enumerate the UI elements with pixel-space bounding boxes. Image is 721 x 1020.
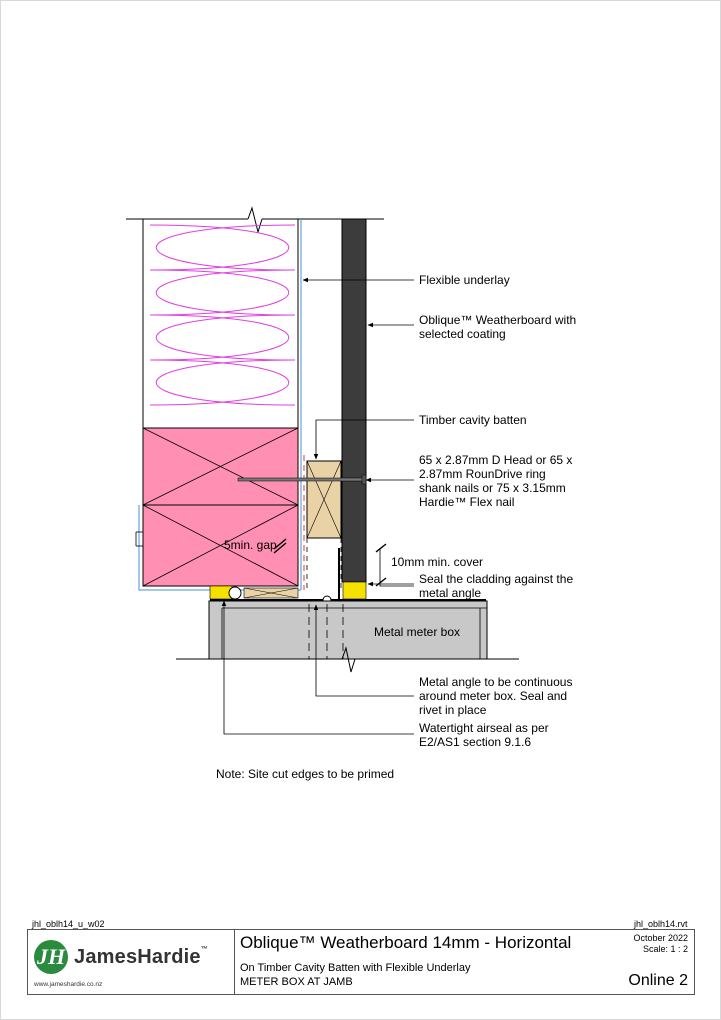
title-block: JH JamesHardie™ www.jameshardie.co.nz Ob… <box>27 929 695 995</box>
label-weatherboard: Oblique™ Weatherboard with selected coat… <box>419 313 577 341</box>
bottom-break-line <box>176 646 519 673</box>
brand-text: JamesHardie <box>74 945 201 968</box>
drawing-ref: jhl_oblh14_u_w02 <box>32 919 105 929</box>
insulation <box>142 219 299 428</box>
label-airseal: Watertight airseal as per E2/AS1 section… <box>419 721 549 749</box>
cladding-sealant <box>342 581 367 600</box>
file-ref: jhl_oblh14.rvt <box>634 919 688 929</box>
label-nails: 65 x 2.87mm D Head or 65 x 2.87mm RounDr… <box>419 453 573 509</box>
drawing-scale: Scale: 1 : 2 <box>642 944 688 954</box>
label-cover: 10mm min. cover <box>391 555 484 569</box>
label-gap: 5min. gap <box>224 538 277 552</box>
nail <box>237 474 367 485</box>
drawing-title: Oblique™ Weatherboard 14mm - Horizontal <box>240 933 572 952</box>
drawing-subtitle: On Timber Cavity Batten with Flexible Un… <box>240 962 471 974</box>
brand-name: JamesHardie™ <box>74 946 208 969</box>
label-seal: Seal the cladding against the metal angl… <box>419 572 574 600</box>
label-timber-batten: Timber cavity batten <box>419 413 527 427</box>
timber-cavity-batten <box>306 460 342 590</box>
brand-tm: ™ <box>200 945 208 953</box>
timber-framing <box>142 427 299 587</box>
weatherboard-cladding <box>341 218 367 583</box>
label-meter-box: Metal meter box <box>374 625 461 639</box>
logo-mark-icon: JH <box>34 940 68 974</box>
packer <box>243 587 299 599</box>
website: www.jameshardie.co.nz <box>34 981 103 988</box>
note: Note: Site cut edges to be primed <box>216 767 395 781</box>
title-divider <box>234 930 235 994</box>
drawing-detail-name: METER BOX AT JAMB <box>240 976 353 988</box>
drawing-date: October 2022 <box>633 933 688 943</box>
label-metal-angle: Metal angle to be continuous around mete… <box>419 675 573 717</box>
label-flexible-underlay: Flexible underlay <box>419 273 510 287</box>
backing-rod <box>228 586 242 600</box>
drawing-number: Online 2 <box>628 972 688 989</box>
leader-lines <box>221 277 414 735</box>
metal-meter-box <box>208 600 488 660</box>
james-hardie-logo: JH JamesHardie™ <box>34 936 208 978</box>
